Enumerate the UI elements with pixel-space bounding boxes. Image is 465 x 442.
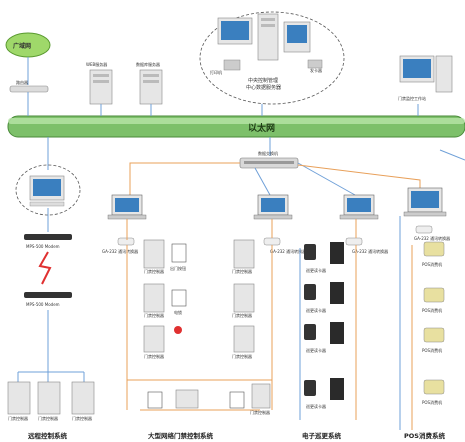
wan-label: 广域网 [13,42,31,50]
sys-remote-label: 远程控制系统 [28,431,68,440]
lock-label: 电锁 [174,309,182,315]
pos-3-label: POS消费机 [422,347,442,353]
patrol-1-label: 巡更读卡器 [306,267,326,273]
remote-ctrl-2-label: 门禁控制器 [38,415,58,421]
ethernet-backbone: 以太网 [7,115,465,138]
pos-2-label: POS消费机 [422,307,442,313]
patrol-2-label: 巡更读卡器 [306,307,326,313]
sys-pos-label: POS消费系统 [404,431,445,440]
sys-patrol-label: 电子巡更系统 [302,431,342,440]
reader-usb-4-label: GA-232 通讯转换器 [414,235,450,241]
gate-monitor-workstation: 门禁监控工作站 [398,55,453,116]
central-server-group: 打印机 发卡器 中央控制管理 中心数据服务器 [199,11,345,116]
pos-1-label: POS消费机 [422,261,442,267]
router-label: 路由器 [16,79,28,85]
reader-usb-1-label: GA-232 通讯转换器 [102,248,138,254]
central-server-label-1: 中央控制管理 [248,77,278,84]
reader-usb-3-label: GA-232 通讯转换器 [352,248,388,254]
central-server-label-2: 中心数据服务器 [246,84,281,91]
database-server-label: 数据库服务器 [136,61,160,67]
router: 路由器 [9,79,49,116]
door-ctrl-b2-label: 门禁控制器 [232,312,252,318]
exit-button-label: 出门按钮 [170,265,186,271]
switch-label: 数据交换机 [258,150,278,156]
reader-usb-2-label: GA-232 通讯转换器 [270,248,306,254]
door-ctrl-a2-label: 门禁控制器 [144,312,164,318]
pos-system: GA-232 通讯转换器 POS消费机 POS消费机 POS消费机 POS消费机… [399,187,450,440]
remote-ctrl-3-label: 门禁控制器 [72,415,92,421]
sys-door-label: 大型网络门禁控制系统 [148,431,214,440]
modem-top-label: MPS-500 Modem [26,244,60,249]
door-ctrl-a3-label: 门禁控制器 [144,353,164,359]
network-switch: 数据交换机 [239,137,299,169]
remote-ctrl-1-label: 门禁控制器 [8,415,28,421]
modem-bottom-label: MPS-500 Modem [26,302,60,307]
door-ctrl-b1-label: 门禁控制器 [232,268,252,274]
switch-links [129,162,421,196]
database-server: 数据库服务器 [136,61,163,116]
door-system: GA-232 通讯转换器 GA-232 通讯转换器 门禁控制器 门禁控制器 门禁… [102,194,306,440]
web-server-label: WEB服务器 [86,61,107,67]
door-ctrl-a1-label: 门禁控制器 [144,268,164,274]
remote-system: MPS-500 Modem MPS-500 Modem 门禁控制器 门禁控制器 … [7,137,95,440]
wan-cloud: 广域网 [5,32,51,85]
printer-label: 打印机 [210,69,222,75]
patrol-system: GA-232 通讯转换器 巡更读卡器 巡更读卡器 巡更读卡器 巡更读卡器 电子巡… [299,194,388,440]
ethernet-label: 以太网 [248,122,275,134]
pos-4-label: POS消费机 [422,399,442,405]
patrol-3-label: 巡更读卡器 [306,347,326,353]
gate-monitor-label: 门禁监控工作站 [398,95,426,101]
issuer-label: 发卡器 [310,67,322,73]
patrol-4-label: 巡更读卡器 [306,403,326,409]
door-ctrl-b3-label: 门禁控制器 [232,353,252,359]
door-ctrl-b4-label: 门禁控制器 [250,409,270,415]
web-server: WEB服务器 [86,61,113,116]
